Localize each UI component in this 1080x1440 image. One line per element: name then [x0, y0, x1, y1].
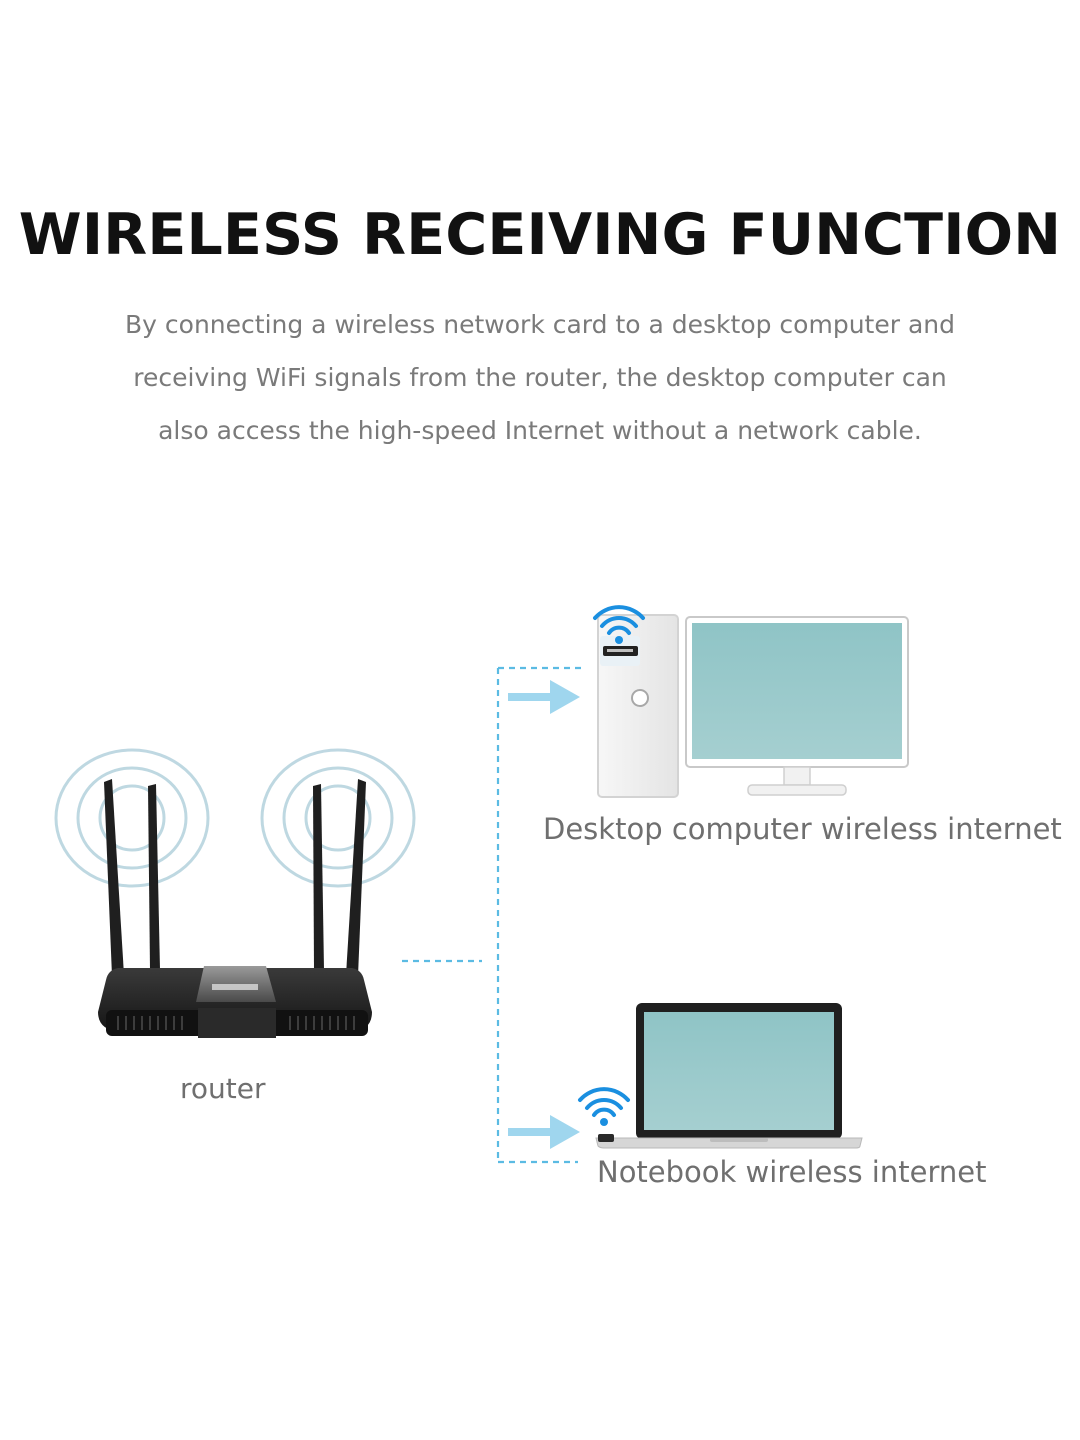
page-title: WIRELESS RECEIVING FUNCTION	[0, 202, 1080, 268]
router-icon	[98, 779, 372, 1038]
network-diagram	[0, 560, 1080, 1240]
arrow-right-icon	[508, 680, 580, 714]
desktop-computer-icon	[595, 607, 678, 797]
desktop-label: Desktop computer wireless internet	[543, 812, 1062, 846]
signal-rings-left	[56, 750, 208, 886]
monitor-icon	[686, 617, 908, 795]
notebook-icon	[580, 1003, 862, 1148]
description-line-3: also access the high-speed Internet with…	[158, 416, 922, 445]
description-line-1: By connecting a wireless network card to…	[125, 310, 955, 339]
connector-lines	[402, 668, 582, 1162]
arrow-right-icon	[508, 1115, 580, 1149]
description-line-2: receiving WiFi signals from the router, …	[133, 363, 946, 392]
notebook-label: Notebook wireless internet	[597, 1155, 986, 1189]
wifi-icon	[580, 1089, 628, 1115]
signal-rings-right	[262, 750, 414, 886]
router-label: router	[180, 1072, 266, 1105]
description: By connecting a wireless network card to…	[70, 298, 1010, 457]
